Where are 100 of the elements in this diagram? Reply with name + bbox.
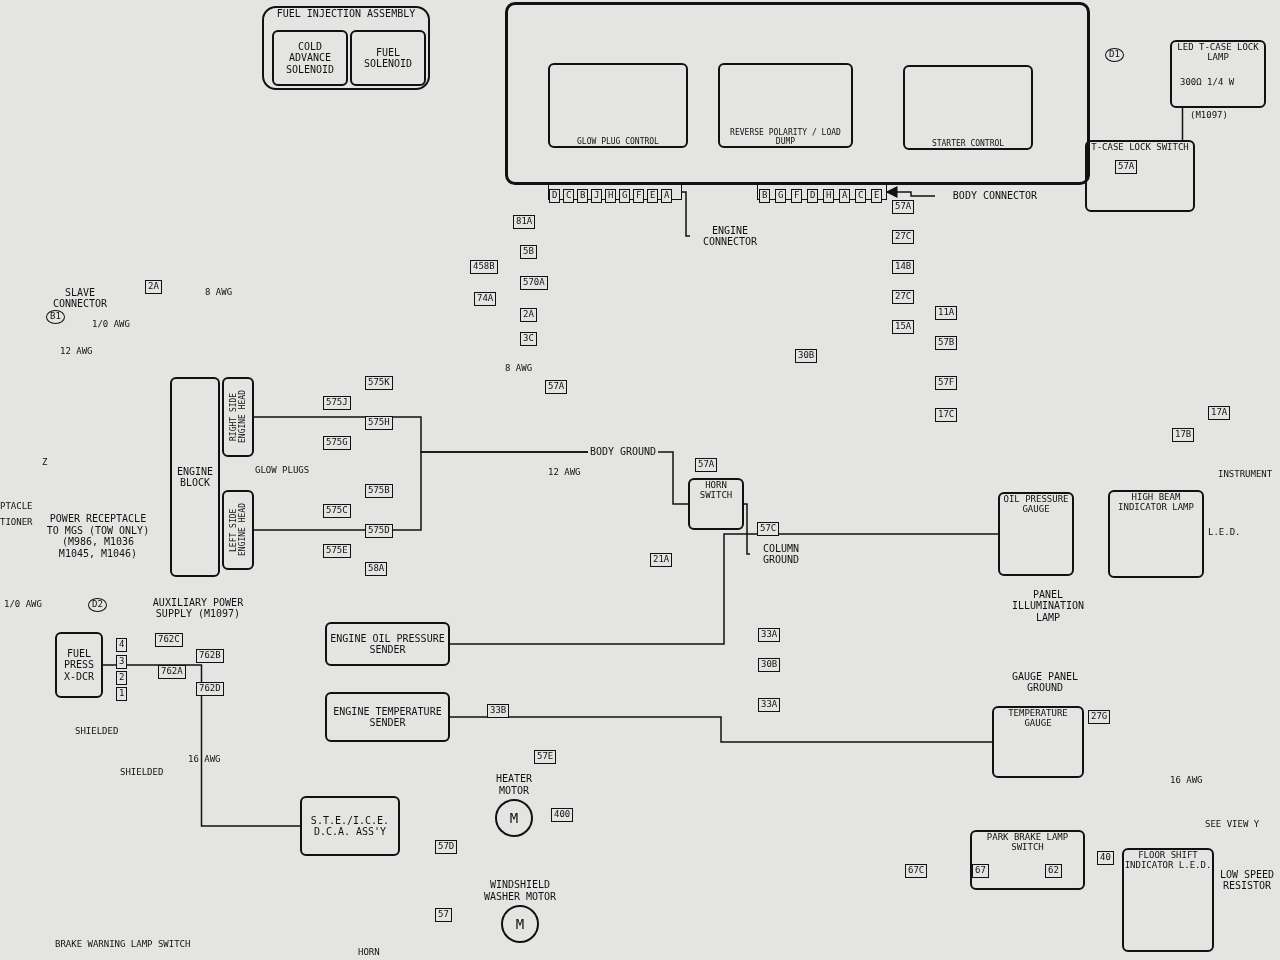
wire-tag: 575K bbox=[365, 376, 393, 390]
wire-tag: 575G bbox=[323, 436, 351, 450]
component-box bbox=[300, 796, 400, 856]
wire-tag: B bbox=[759, 189, 771, 203]
note-text: INSTRUMENT bbox=[1218, 470, 1273, 480]
wire-tag: 33A bbox=[758, 628, 781, 642]
solenoid-box bbox=[350, 30, 426, 86]
wire-tag: 575J bbox=[323, 396, 351, 410]
component-label: LED T-CASE LOCK LAMP bbox=[1176, 42, 1260, 63]
wire-connector bbox=[449, 533, 999, 645]
wire-tag: 2 bbox=[116, 671, 128, 685]
wire-tag: D bbox=[807, 189, 819, 203]
component-label: FLOOR SHIFT INDICATOR L.E.D. bbox=[1124, 850, 1212, 871]
wire-tag: 57A bbox=[545, 380, 568, 394]
wire-connector bbox=[102, 664, 301, 827]
wire-tag: 17B bbox=[1172, 428, 1195, 442]
component-label: ENGINE OIL PRESSURE SENDER bbox=[329, 632, 446, 656]
lamp-box bbox=[1170, 40, 1266, 108]
wire-tag: H bbox=[823, 189, 835, 203]
engine-head-box bbox=[222, 490, 254, 570]
wire-tag: 81A bbox=[513, 215, 536, 229]
note-text: 8 AWG bbox=[205, 288, 233, 298]
wire-connector bbox=[743, 503, 751, 555]
wire-tag: 57A bbox=[1115, 160, 1138, 174]
component-label: STARTER CONTROL bbox=[931, 138, 1005, 148]
note-text: 16 AWG bbox=[188, 755, 221, 765]
wire-tag: J bbox=[591, 189, 603, 203]
wire-tag: G bbox=[775, 189, 787, 203]
wire-tag: 458B bbox=[470, 260, 498, 274]
wire-tag: A bbox=[839, 189, 851, 203]
note-text: SHIELDED bbox=[75, 727, 119, 737]
note-text: 300Ω 1/4 W bbox=[1180, 78, 1235, 88]
component-label: HIGH BEAM INDICATOR LAMP bbox=[1117, 492, 1195, 513]
wire-connector bbox=[657, 451, 689, 505]
wire-tag: 575D bbox=[365, 524, 393, 538]
wire-tag: 1 bbox=[116, 687, 128, 701]
component-label: AUXILIARY POWER SUPPLY (M1097) bbox=[151, 596, 245, 620]
wire-tag: 57F bbox=[935, 376, 958, 390]
wire-tag: 762B bbox=[196, 649, 224, 663]
wire-tag: D bbox=[549, 189, 561, 203]
note-text: 1/0 AWG bbox=[92, 320, 130, 330]
wire-tag: 575E bbox=[323, 544, 351, 558]
wire-tag: F bbox=[633, 189, 645, 203]
component-box bbox=[718, 63, 853, 148]
note-text: 8 AWG bbox=[505, 364, 533, 374]
wire-tag: 575B bbox=[365, 484, 393, 498]
assembly-box bbox=[262, 6, 430, 90]
component-label: RIGHT SIDE ENGINE HEAD bbox=[228, 389, 248, 446]
motor-symbol-letter: M bbox=[501, 905, 539, 943]
component-label: FUEL INJECTION ASSEMBLY bbox=[276, 8, 416, 20]
wire-tag: 33B bbox=[487, 704, 510, 718]
component-label: HEATER MOTOR bbox=[494, 773, 534, 796]
component-label: POWER RECEPTACLE TO MGS (TOW ONLY) (M986, M1036 M1045, M1046) bbox=[45, 513, 151, 559]
note-text: SHIELDED bbox=[120, 768, 164, 778]
component-label: LOW SPEED RESISTOR bbox=[1218, 868, 1276, 892]
note-text: GLOW PLUGS bbox=[255, 466, 310, 476]
switch-box bbox=[970, 830, 1085, 890]
component-label: TEMPERATURE GAUGE bbox=[1007, 708, 1069, 729]
component-label: T-CASE LOCK SWITCH bbox=[1091, 142, 1189, 153]
wire-tag: 33A bbox=[758, 698, 781, 712]
control-module-box bbox=[505, 2, 1090, 185]
component-label: S.T.E./I.C.E. D.C.A. ASS'Y bbox=[309, 814, 391, 838]
wire-tag: C bbox=[563, 189, 575, 203]
switch-box bbox=[1085, 140, 1195, 212]
wire-tag: B bbox=[577, 189, 589, 203]
component-label: SLAVE CONNECTOR bbox=[51, 286, 109, 310]
wire-tag: 762A bbox=[158, 665, 186, 679]
component-label: ENGINE BLOCK bbox=[175, 465, 215, 489]
wire-connector bbox=[449, 716, 993, 743]
component-label: GLOW PLUG CONTROL bbox=[577, 136, 659, 146]
wire-tag: 21A bbox=[650, 553, 673, 567]
engine-head-box bbox=[222, 377, 254, 457]
component-label: BODY CONNECTOR bbox=[952, 190, 1038, 202]
switch-box bbox=[688, 478, 744, 530]
wire-tag: E bbox=[647, 189, 659, 203]
wire-tag: 57A bbox=[892, 200, 915, 214]
note-text: Z bbox=[42, 458, 48, 468]
wire-tag: 57A bbox=[695, 458, 718, 472]
wire-tag: 2A bbox=[145, 280, 162, 294]
component-label: COLUMN GROUND bbox=[761, 542, 801, 566]
wire-tag: 57C bbox=[757, 522, 780, 536]
wire-connector bbox=[681, 191, 691, 237]
component-label: REVERSE POLARITY / LOAD DUMP bbox=[729, 127, 842, 146]
wire-connector bbox=[1181, 107, 1184, 141]
wire-tag: 57 bbox=[435, 908, 452, 922]
lamp-box bbox=[1108, 490, 1204, 578]
component-label: FUEL SOLENOID bbox=[362, 46, 414, 70]
wire-connector bbox=[885, 186, 936, 198]
wire-tag: 762D bbox=[196, 682, 224, 696]
wire-tag: 4 bbox=[116, 638, 128, 652]
motor-symbol-letter: M bbox=[495, 799, 533, 837]
note-text: 12 AWG bbox=[60, 347, 93, 357]
gauge-box bbox=[998, 492, 1074, 576]
wire-tag: 2A bbox=[520, 308, 537, 322]
wire-tag: 27G bbox=[1088, 710, 1111, 724]
wire-tag: 57D bbox=[435, 840, 458, 854]
wire-tag: 62 bbox=[1045, 864, 1062, 878]
wire-tag: 40 bbox=[1097, 851, 1114, 865]
note-text: BRAKE WARNING LAMP SWITCH bbox=[55, 940, 191, 950]
wire-tag: 575C bbox=[323, 504, 351, 518]
